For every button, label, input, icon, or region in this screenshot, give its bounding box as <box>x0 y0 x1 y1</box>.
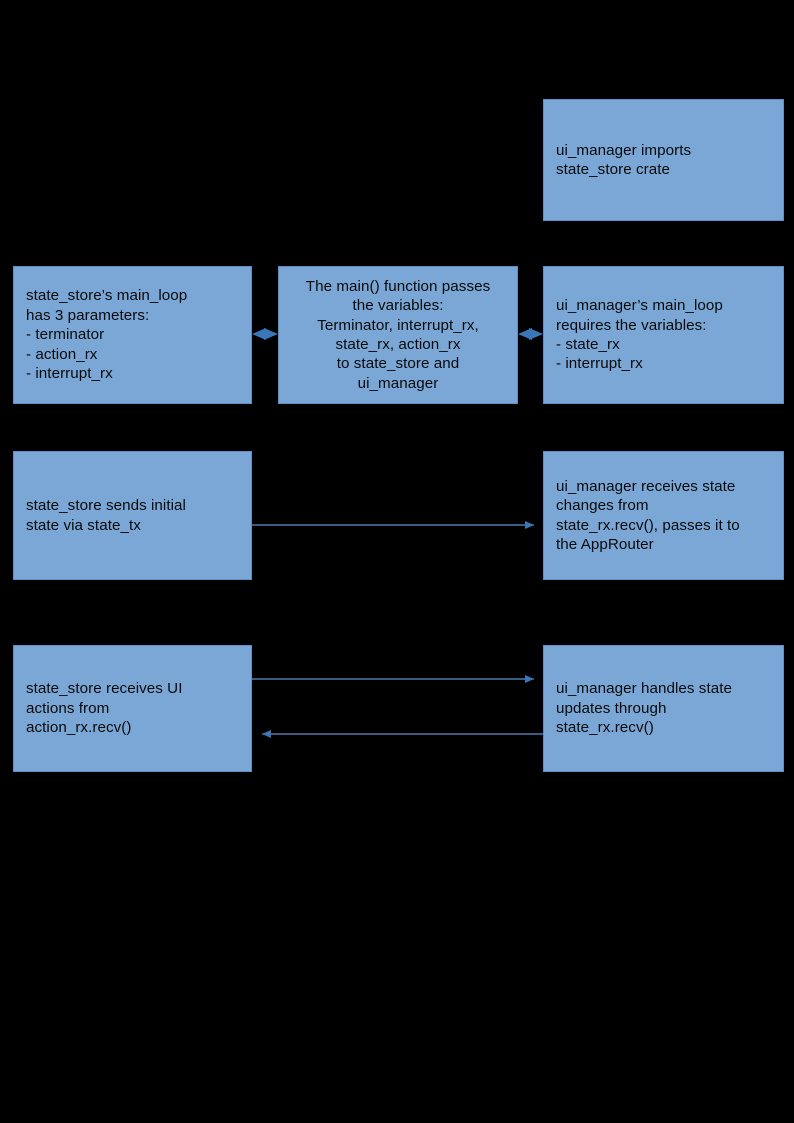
node-label: state_store’s main_loop has 3 parameters… <box>26 287 188 383</box>
node-label: state_store sends initial state via stat… <box>26 497 186 534</box>
node-state-store-main-loop[interactable]: state_store’s main_loop has 3 parameters… <box>13 266 252 404</box>
node-label: ui_manager receives state changes from s… <box>556 477 740 553</box>
node-ui-manager-receives-state[interactable]: ui_manager receives state changes from s… <box>543 451 784 580</box>
node-ui-manager-imports[interactable]: ui_manager imports state_store crate <box>543 99 784 221</box>
edge-state-store-to-main <box>252 328 278 340</box>
node-label: ui_manager handles state updates through… <box>556 680 732 737</box>
edge-main-to-ui-manager <box>518 328 543 340</box>
node-ui-manager-main-loop[interactable]: ui_manager’s main_loop requires the vari… <box>543 266 784 404</box>
node-state-store-sends-initial[interactable]: state_store sends initial state via stat… <box>13 451 252 580</box>
node-ui-manager-handles-state[interactable]: ui_manager handles state updates through… <box>543 645 784 772</box>
node-main-function-passes[interactable]: The main() function passes the variables… <box>278 266 518 404</box>
node-label: ui_manager’s main_loop requires the vari… <box>556 297 723 373</box>
node-label: The main() function passes the variables… <box>305 277 491 392</box>
node-label: ui_manager imports state_store crate <box>556 141 692 178</box>
node-label: state_store receives UI actions from act… <box>26 680 183 737</box>
node-state-store-receives-ui[interactable]: state_store receives UI actions from act… <box>13 645 252 772</box>
